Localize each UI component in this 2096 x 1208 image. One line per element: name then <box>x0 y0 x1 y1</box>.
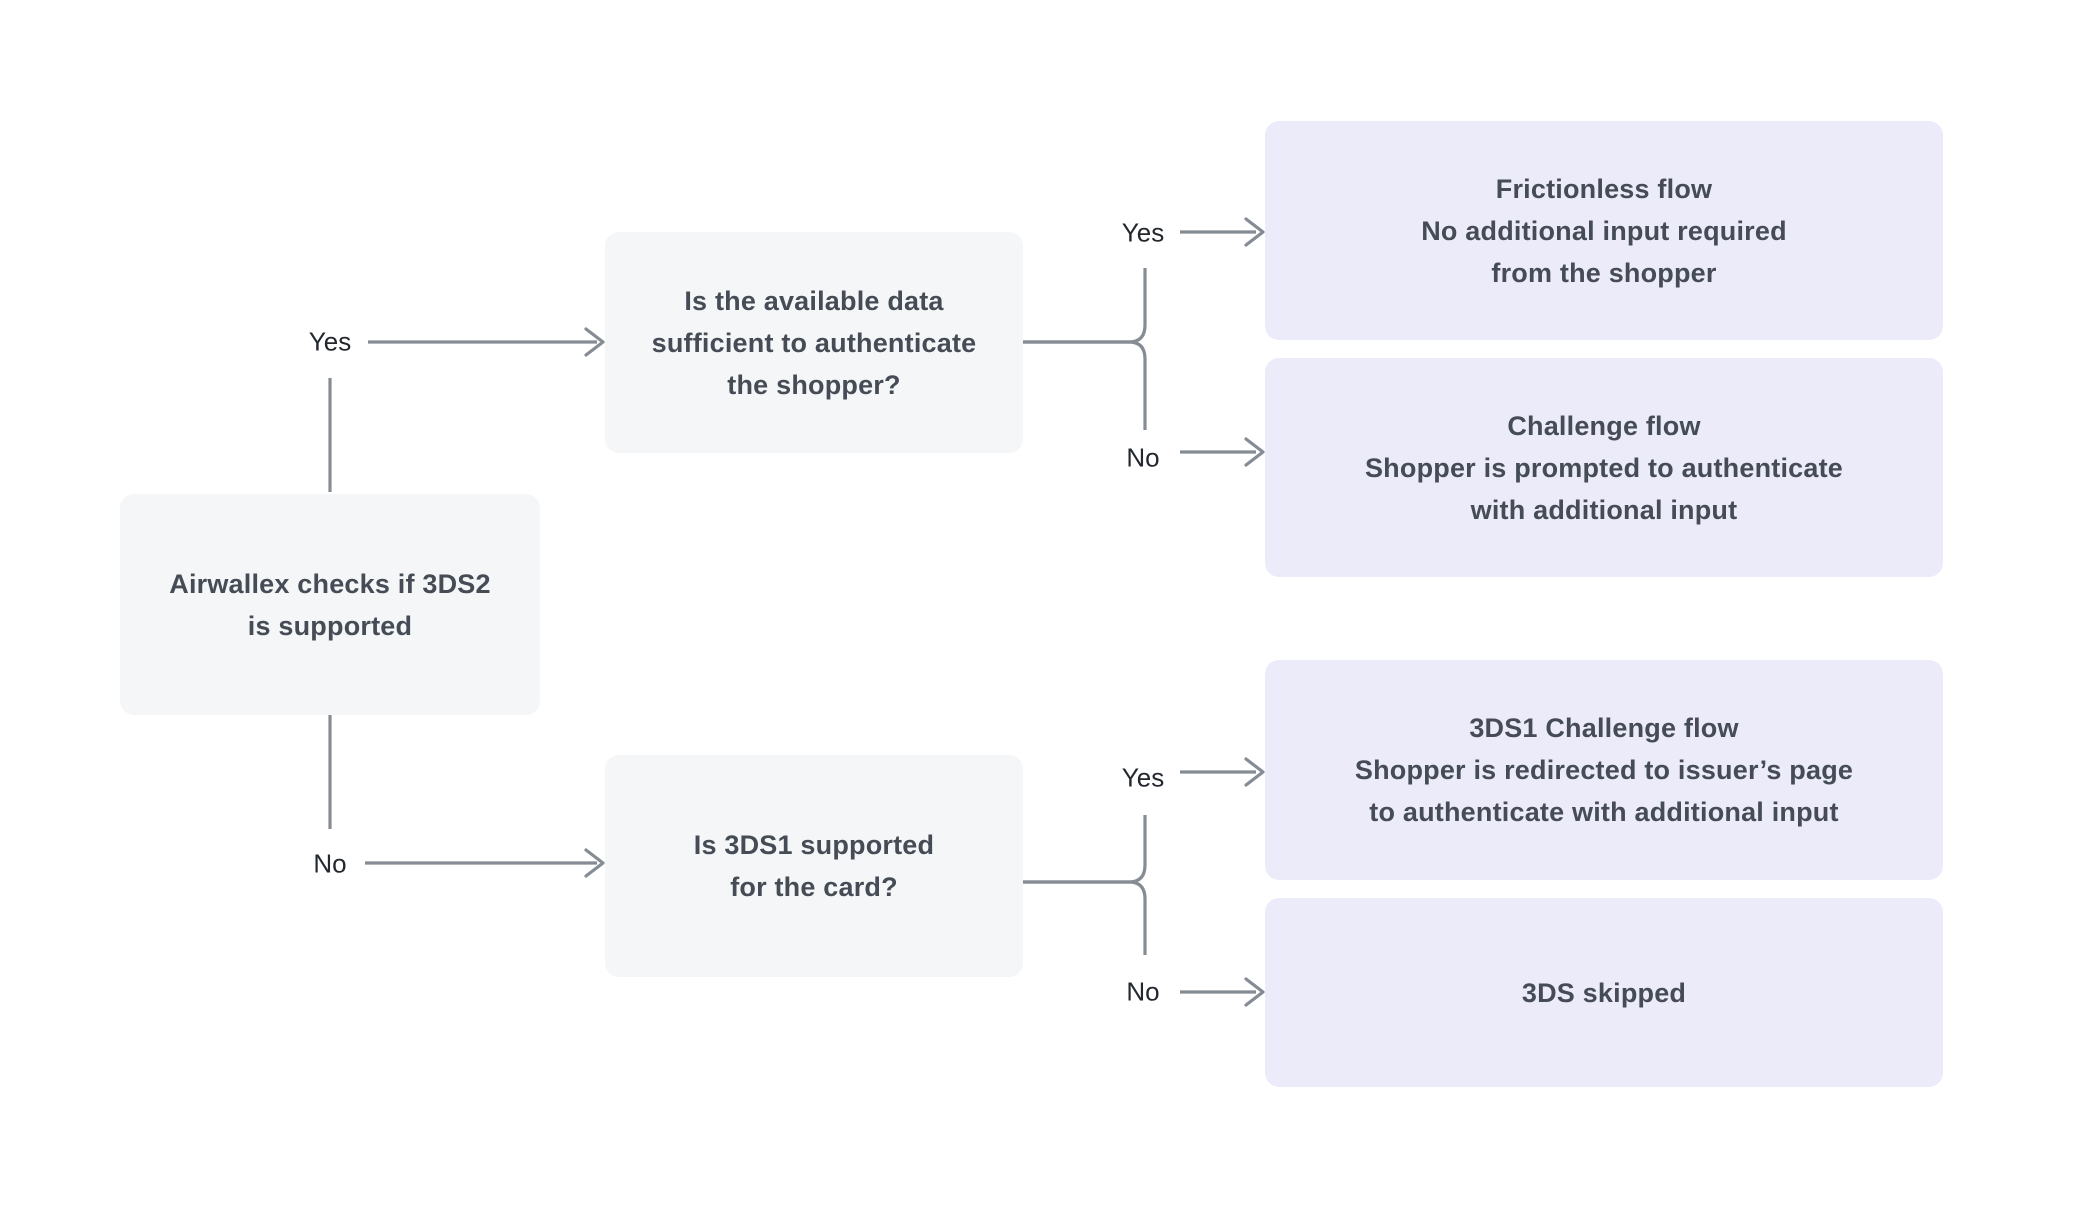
node-outcome-frictionless: Frictionless flow No additional input re… <box>1265 121 1943 340</box>
node-question-line: for the card? <box>730 872 898 902</box>
node-outcome-line: Shopper is prompted to authenticate <box>1364 452 1844 483</box>
edge-label-data-yes: Yes <box>1121 217 1165 248</box>
node-root-3ds2-check: Airwallex checks if 3DS2 is supported <box>120 494 540 715</box>
edge-root-no-arrowhead <box>584 848 605 878</box>
node-outcome-challenge: Challenge flow Shopper is prompted to au… <box>1265 358 1943 577</box>
node-outcome-line: No additional input required <box>1421 215 1787 246</box>
edge-root-yes-arrowhead <box>584 327 605 357</box>
edge-3ds1-yes-arrowhead <box>1244 757 1265 787</box>
edge-label-root-no: No <box>313 848 347 879</box>
node-outcome-line: 3DS1 Challenge flow <box>1469 713 1739 743</box>
node-outcome-line: Shopper is redirected to issuer’s page <box>1354 755 1854 785</box>
node-root-line: is supported <box>247 610 413 641</box>
node-question-line: Is 3DS1 supported <box>693 830 935 860</box>
edge-3ds1-fork-up <box>1023 815 1147 884</box>
edge-label-root-yes: Yes <box>308 326 352 357</box>
node-question-line: the shopper? <box>727 369 901 400</box>
edge-data-no-arrowhead <box>1244 437 1265 467</box>
node-outcome-line: with additional input <box>1470 494 1738 525</box>
node-outcome-3ds1-challenge: 3DS1 Challenge flow Shopper is redirecte… <box>1265 660 1943 880</box>
edge-3ds1-no-arrowhead <box>1244 977 1265 1007</box>
edge-3ds1-fork-down <box>1023 880 1147 955</box>
edge-data-fork-down <box>1023 340 1147 430</box>
node-root-line: Airwallex checks if 3DS2 <box>169 568 491 599</box>
node-question-line: sufficient to authenticate <box>651 327 977 358</box>
node-outcome-line: Frictionless flow <box>1495 173 1713 204</box>
node-outcome-line: to authenticate with additional input <box>1369 797 1839 827</box>
edge-data-yes-arrowhead <box>1244 217 1265 247</box>
edge-label-3ds1-yes: Yes <box>1121 762 1165 793</box>
node-question-data-sufficient: Is the available data sufficient to auth… <box>605 232 1023 453</box>
edge-data-fork-up <box>1023 268 1147 344</box>
node-outcome-line: from the shopper <box>1491 257 1717 288</box>
node-outcome-line: 3DS skipped <box>1521 977 1687 1008</box>
edge-label-data-no: No <box>1126 442 1160 473</box>
node-question-line: Is the available data <box>684 285 944 316</box>
node-outcome-line: Challenge flow <box>1507 410 1701 441</box>
node-outcome-3ds-skipped: 3DS skipped <box>1265 898 1943 1087</box>
edge-label-3ds1-no: No <box>1126 976 1160 1007</box>
node-question-3ds1-supported: Is 3DS1 supported for the card? <box>605 755 1023 977</box>
